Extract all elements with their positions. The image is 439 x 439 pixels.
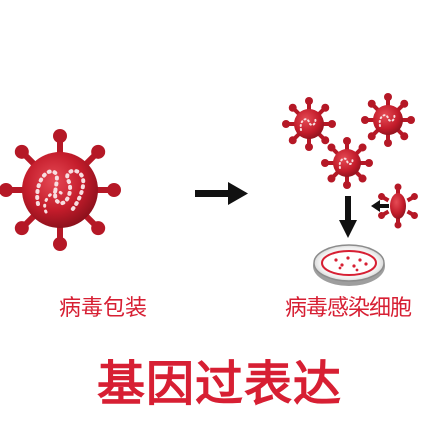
page-title: 基因过表达 <box>96 356 342 412</box>
virus-icon <box>361 93 415 147</box>
virus-icon <box>321 137 373 189</box>
virus-icon <box>378 183 418 229</box>
petri-dish-icon <box>313 244 385 286</box>
virus-packaging-label: 病毒包装 <box>59 296 148 321</box>
arrow-down-icon <box>339 196 357 238</box>
arrow-left-icon <box>371 200 389 212</box>
virus-infection-label: 病毒感染细胞 <box>285 296 412 321</box>
arrow-right-icon <box>195 182 248 205</box>
virus-icon <box>282 97 336 151</box>
virus-icon <box>0 129 121 251</box>
